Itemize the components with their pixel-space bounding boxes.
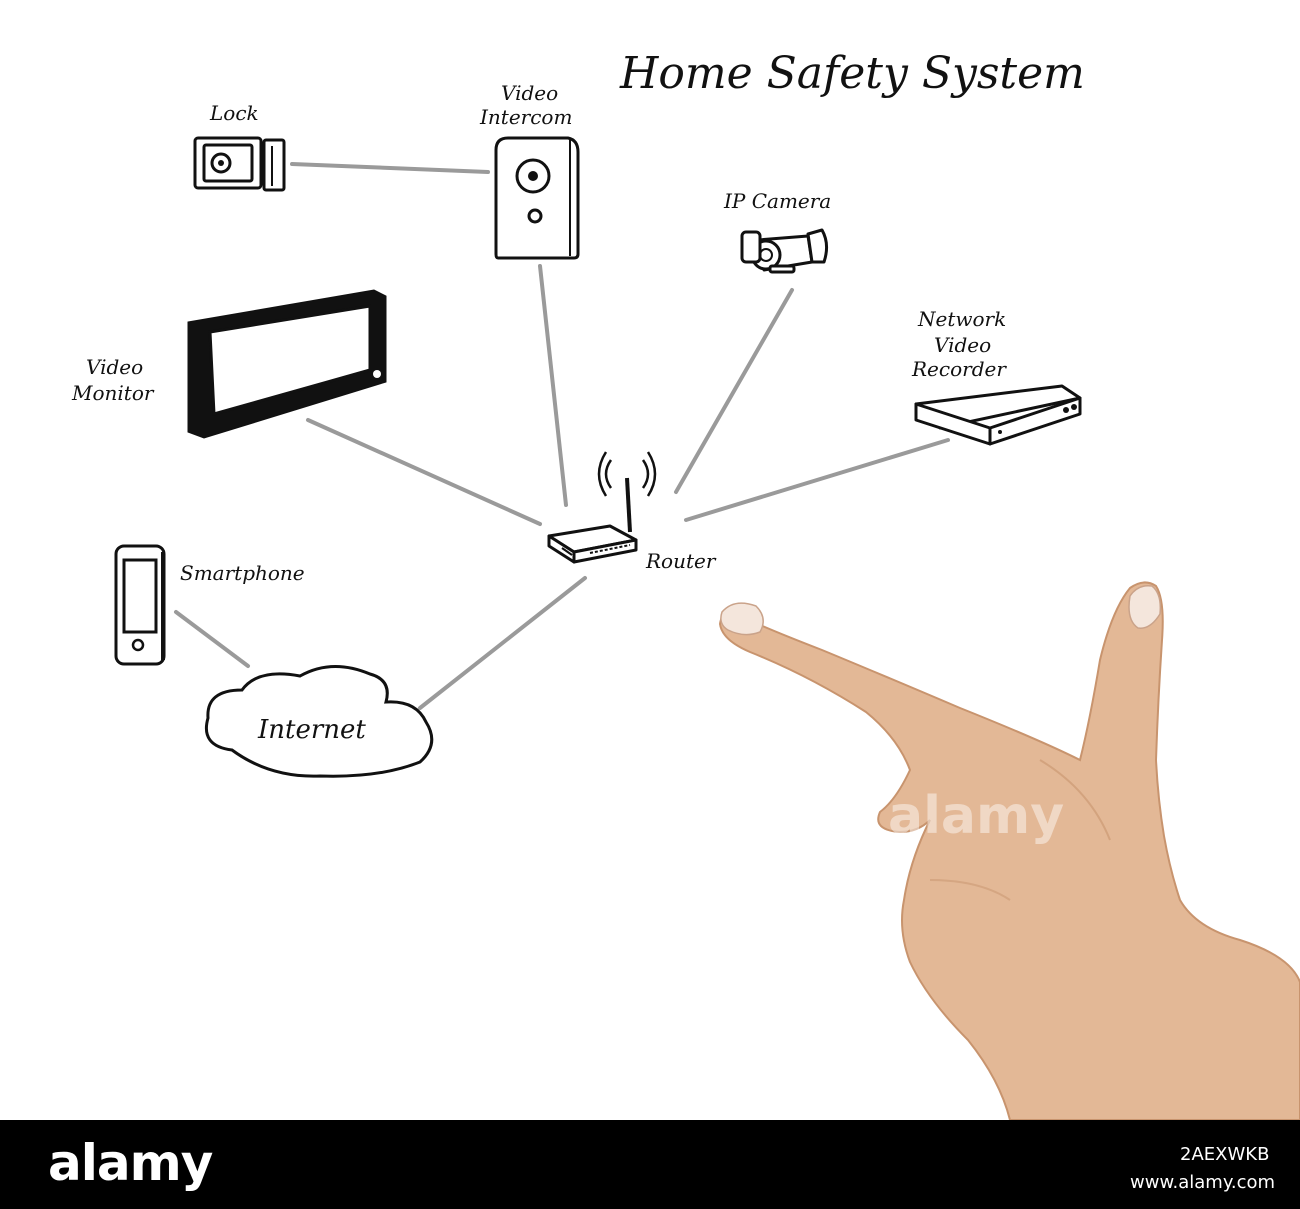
label-nvr-line1: Network [917,307,1006,331]
router-icon [547,451,657,564]
label-router: Router [645,549,717,573]
footer-bar: alamy 2AEXWKB www.alamy.com [0,1120,1300,1209]
edge-router-internet [418,576,587,710]
watermark-text: alamy [888,786,1065,846]
cloud-icon [205,664,434,778]
label-nvr-line2: Video [934,333,991,357]
smartphone-icon [114,544,166,666]
label-lock: Lock [209,101,259,125]
video-intercom-icon [494,136,580,260]
nvr-icon [914,384,1082,446]
edge-camera-router [674,288,794,494]
edge-monitor-router [306,418,542,526]
label-intercom-line2: Intercom [479,105,572,129]
edge-lock-intercom [290,162,490,174]
label-internet: Internet [257,715,366,745]
diagram-canvas: Home Safety System Lock Video Intercom [71,48,1300,1120]
edge-smartphone-internet [174,610,250,668]
footer-brand-logo[interactable]: alamy [48,1134,213,1192]
video-monitor-icon [187,289,387,439]
label-nvr-line3: Recorder [911,357,1007,381]
diagram-title: Home Safety System [619,48,1085,99]
label-intercom-line1: Video [501,81,558,105]
edge-intercom-router [538,264,568,507]
connectors [174,162,950,710]
label-smartphone: Smartphone [180,561,305,585]
label-monitor-line2: Monitor [71,381,155,405]
footer-image-id: 2AEXWKB [1180,1144,1270,1165]
ip-camera-icon [740,228,829,274]
pointing-hand-image [718,581,1300,1120]
lock-icon [193,136,286,192]
edge-nvr-router [684,438,950,522]
footer-url-link[interactable]: www.alamy.com [1130,1172,1276,1193]
label-monitor-line1: Video [86,355,143,379]
label-ip-camera: IP Camera [723,189,831,213]
